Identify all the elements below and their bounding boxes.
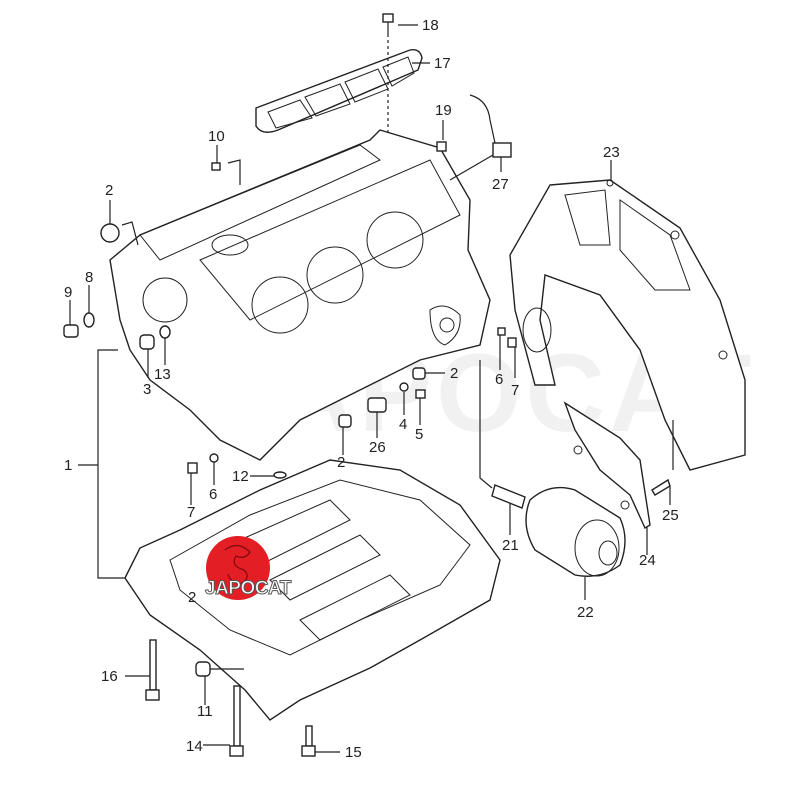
oil-filter-part (525, 486, 626, 577)
callout-17: 17 (434, 55, 451, 72)
callout-22: 22 (577, 604, 594, 621)
rear-plate-gasket-part (509, 179, 746, 471)
washer-6a-part (209, 453, 219, 463)
callout-6: 6 (209, 486, 218, 503)
bolt-15-part (305, 725, 313, 747)
plug-7a-part (187, 462, 198, 474)
leader-lines (69, 24, 674, 753)
japocat-logo (206, 536, 270, 600)
plug-19-part (436, 141, 447, 152)
plug-7b-part (507, 337, 517, 348)
callout-2: 2 (105, 182, 114, 199)
o-ring-12-part (273, 471, 287, 479)
bushing-11-part (195, 661, 211, 677)
plug-6b-part (497, 327, 506, 336)
callout-15: 15 (345, 744, 362, 761)
cylinder-block-part (109, 129, 491, 461)
callout-8: 8 (85, 269, 94, 286)
callout-11: 11 (197, 703, 213, 720)
callout-21: 21 (502, 537, 519, 554)
callout-16: 16 (101, 668, 118, 685)
bolt-14-head (229, 745, 244, 757)
bolt-16-head (145, 689, 160, 701)
dowel-2c-part (412, 367, 426, 380)
bolt-16-part (149, 639, 157, 691)
plug-9-part (63, 324, 79, 338)
callout-6: 6 (495, 371, 504, 388)
callout-19: 19 (435, 102, 452, 119)
callout-18: 18 (422, 17, 439, 34)
washer-4-part (399, 382, 409, 392)
bolt-25-part (651, 478, 671, 496)
logo-text: JAPOCAT (205, 578, 292, 600)
plug-3-part (139, 334, 155, 350)
callout-23: 23 (603, 144, 620, 161)
plug-2-part (100, 223, 120, 243)
dowel-2d-part (338, 414, 352, 428)
washer-8-part (83, 312, 95, 328)
callout-2: 2 (188, 589, 197, 606)
callout-25: 25 (662, 507, 679, 524)
callout-24: 24 (639, 552, 656, 569)
callout-5: 5 (415, 426, 424, 443)
callout-10: 10 (208, 128, 225, 145)
bolt-18-part (382, 13, 394, 162)
lower-crankcase-part (124, 459, 501, 721)
callout-2: 2 (450, 365, 459, 382)
callout-1: 1 (64, 457, 73, 474)
bolt-14-part (233, 685, 241, 747)
logo-emblem-icon (224, 544, 251, 585)
callout-2: 2 (337, 454, 346, 471)
intake-gasket-part (255, 48, 423, 133)
callout-3: 3 (143, 381, 152, 398)
o-ring-13-part (159, 325, 171, 339)
sensor-27-part (492, 142, 512, 158)
callout-14: 14 (186, 738, 203, 755)
callout-27: 27 (492, 176, 509, 193)
callout-13: 13 (154, 366, 171, 383)
bolt-15-head (301, 745, 316, 757)
stud-21-part (491, 484, 526, 509)
callout-4: 4 (399, 416, 408, 433)
bracket-24-part (563, 401, 651, 530)
callout-7: 7 (511, 382, 520, 399)
small-parts (63, 94, 671, 757)
callout-12: 12 (232, 468, 249, 485)
callout-26: 26 (369, 439, 386, 456)
callout-9: 9 (64, 284, 73, 301)
sensor-26-part (367, 397, 387, 413)
callout-7: 7 (187, 504, 196, 521)
pin-10-part (211, 162, 221, 171)
plug-5-part (415, 389, 426, 399)
